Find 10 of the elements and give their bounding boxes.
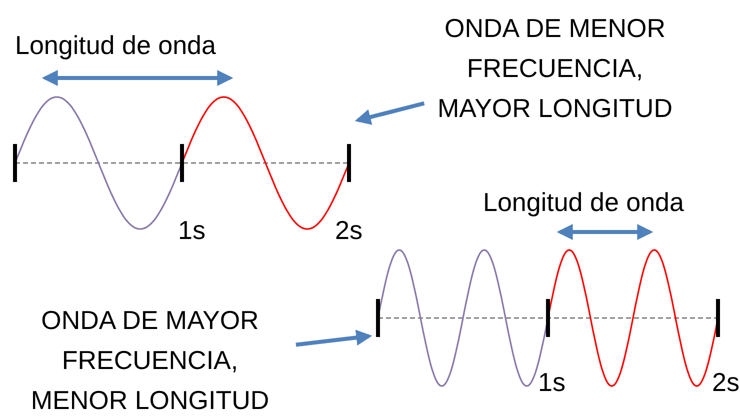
caption-text: ONDA DE MAYOR FRECUENCIA, MENOR LONGITUD: [10, 300, 290, 418]
time-label: 1s: [178, 214, 206, 247]
time-label: 2s: [335, 214, 362, 247]
arrow: [354, 101, 425, 125]
dimension-label: Longitud de onda: [15, 29, 216, 62]
time-label: 2s: [712, 366, 740, 399]
arrow: [296, 330, 372, 347]
dimension-label: Longitud de onda: [483, 186, 684, 219]
time-label: 1s: [538, 366, 566, 399]
caption-text: ONDA DE MENOR FRECUENCIA, MAYOR LONGITUD: [430, 8, 680, 132]
